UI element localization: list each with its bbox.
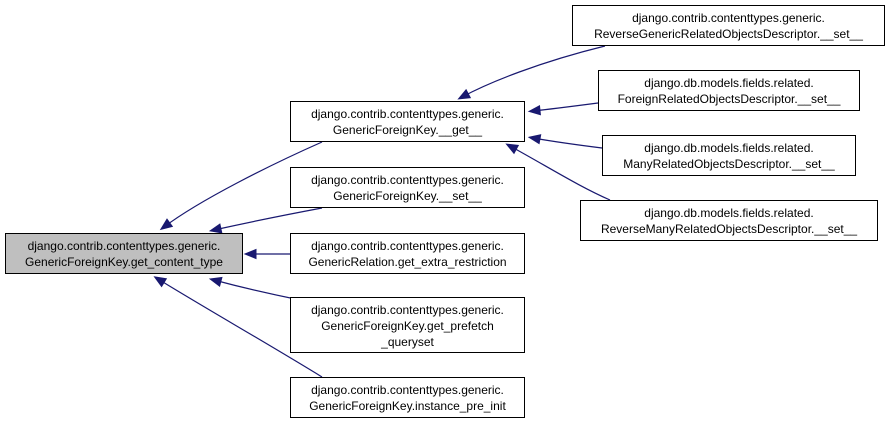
node-label-line: django.contrib.contenttypes.generic.	[632, 11, 825, 25]
edge-line	[532, 102, 599, 112]
node-label-line: GenericForeignKey.get_content_type	[25, 255, 223, 269]
node-many-related-objects-descriptor-set[interactable]: django.db.models.fields.related. ManyRel…	[602, 135, 856, 176]
edge-line	[213, 279, 301, 301]
node-label-line: django.contrib.contenttypes.generic.	[311, 107, 504, 121]
node-label-line: django.contrib.contenttypes.generic.	[311, 383, 504, 397]
edge-frod_set-to-gfk_get	[527, 102, 599, 116]
edge-mrod_set-to-gfk_get	[527, 134, 603, 149]
edge-rmrod_set-to-gfk_get	[505, 143, 611, 201]
node-generic-foreign-key-get-prefetch-queryset[interactable]: django.contrib.contenttypes.generic. Gen…	[290, 297, 525, 353]
edge-rgrod_set-to-gfk_get	[457, 45, 606, 100]
node-label-line: GenericForeignKey.__set__	[333, 189, 482, 203]
arrowhead	[153, 276, 168, 288]
edge-line	[532, 137, 603, 149]
node-label-line: GenericForeignKey.get_prefetch	[321, 319, 494, 333]
edge-line	[461, 45, 606, 98]
edge-gfk_set-to-root	[208, 207, 323, 234]
node-label-line: GenericForeignKey.instance_pre_init	[309, 399, 506, 413]
edge-line	[157, 278, 323, 378]
node-label-line: django.contrib.contenttypes.generic.	[311, 303, 504, 317]
node-label-line: ReverseGenericRelatedObjectsDescriptor._…	[594, 27, 863, 41]
node-generic-foreign-key-instance-pre-init[interactable]: django.contrib.contenttypes.generic. Gen…	[290, 377, 525, 418]
edge-grel_extra-to-root	[243, 248, 290, 260]
node-label-line: django.db.models.fields.related.	[644, 206, 814, 220]
arrowhead	[527, 105, 541, 116]
node-generic-relation-get-extra-restriction[interactable]: django.contrib.contenttypes.generic. Gen…	[290, 233, 525, 274]
node-label-line: django.contrib.contenttypes.generic.	[311, 239, 504, 253]
node-reverse-generic-related-objects-descriptor-set[interactable]: django.contrib.contenttypes.generic. Rev…	[572, 5, 885, 46]
arrowhead	[208, 223, 223, 234]
edge-line	[213, 207, 323, 231]
node-label-line: django.contrib.contenttypes.generic.	[311, 173, 504, 187]
arrowhead	[457, 88, 472, 100]
node-label-line: django.db.models.fields.related.	[644, 76, 814, 90]
arrowhead	[208, 276, 223, 288]
arrowhead	[159, 218, 174, 231]
node-root-get-content-type[interactable]: django.contrib.contenttypes.generic. Gen…	[5, 233, 243, 274]
node-label-line: ForeignRelatedObjectsDescriptor.__set__	[617, 92, 841, 106]
arrowhead	[505, 143, 520, 155]
node-label-line: ManyRelatedObjectsDescriptor.__set__	[623, 157, 835, 171]
node-label-line: ReverseManyRelatedObjectsDescriptor.__se…	[600, 222, 858, 236]
arrowhead	[527, 134, 542, 145]
node-label-line: GenericForeignKey.__get__	[332, 123, 483, 137]
arrowhead	[243, 248, 257, 260]
node-label-line: django.contrib.contenttypes.generic.	[27, 239, 221, 253]
edge-gfk_prefetch-to-root	[208, 276, 301, 301]
edge-line	[509, 145, 611, 201]
node-foreign-related-objects-descriptor-set[interactable]: django.db.models.fields.related. Foreign…	[598, 70, 860, 111]
node-label-line: GenericRelation.get_extra_restriction	[308, 255, 507, 269]
node-generic-foreign-key-set[interactable]: django.contrib.contenttypes.generic. Gen…	[290, 167, 525, 208]
node-reverse-many-related-objects-descriptor-set[interactable]: django.db.models.fields.related. Reverse…	[580, 200, 878, 241]
node-generic-foreign-key-get[interactable]: django.contrib.contenttypes.generic. Gen…	[290, 101, 525, 142]
edge-gfk_get-to-root	[159, 141, 323, 231]
node-label-line: _queryset	[381, 335, 434, 349]
edge-line	[163, 141, 323, 228]
edge-gfk_preinit-to-root	[153, 276, 323, 378]
node-label-line: django.db.models.fields.related.	[644, 141, 814, 155]
